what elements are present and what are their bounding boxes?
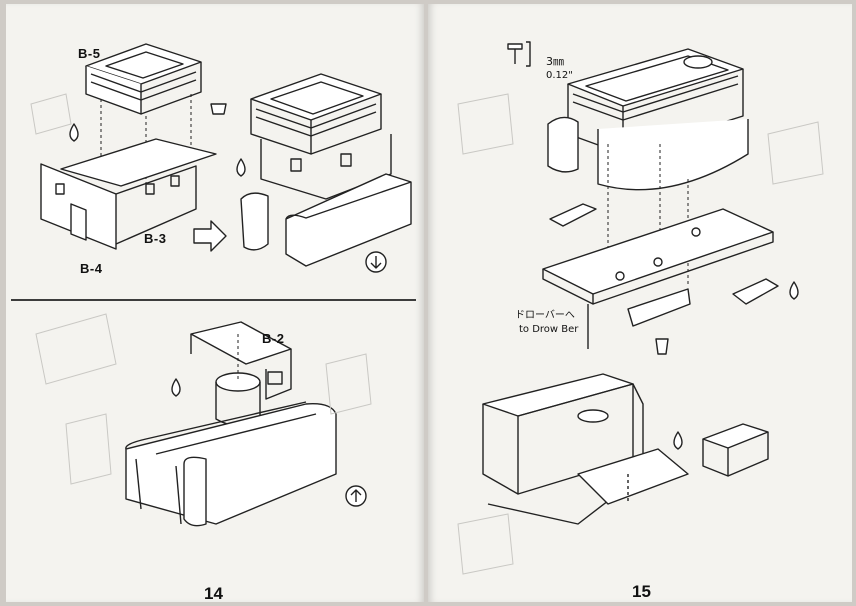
glue-drop-icon bbox=[673, 281, 799, 450]
truck-part-left bbox=[549, 203, 597, 227]
truck-part-right bbox=[732, 278, 779, 305]
post-part bbox=[210, 103, 227, 115]
drawbar-label-jp: ドローバーへ bbox=[515, 310, 575, 321]
upper-cabin-unit bbox=[547, 48, 749, 191]
screw-size-in: 0.12" bbox=[546, 70, 573, 81]
screw-size-mm: 3㎜ bbox=[546, 55, 564, 68]
b2-bracket-part bbox=[190, 321, 292, 400]
lower-hull-part bbox=[125, 401, 337, 527]
part-label-b5: B-5 bbox=[78, 46, 101, 61]
part-label-b4: B-4 bbox=[80, 261, 103, 276]
screw-part bbox=[655, 338, 669, 355]
drawbar-label-en: to Drow Ber bbox=[519, 324, 579, 335]
screw-icon bbox=[507, 41, 531, 67]
base-plate bbox=[542, 208, 774, 327]
part-label-b3: B-3 bbox=[144, 231, 167, 246]
hull-section bbox=[240, 173, 412, 267]
right-page: 3㎜ 0.12" ドローバーへ to Drow Ber 15 bbox=[428, 4, 852, 602]
page-number-left: 14 bbox=[204, 584, 223, 603]
page-number-right: 15 bbox=[632, 582, 651, 601]
assembled-cabin bbox=[250, 73, 392, 200]
final-hull-assembly bbox=[482, 373, 689, 525]
b5-cabin-part bbox=[85, 43, 202, 115]
left-page: B-5 B-3 B-4 B-2 14 bbox=[6, 4, 424, 603]
part-label-b2: B-2 bbox=[262, 331, 285, 346]
right-page-illustrations bbox=[457, 41, 824, 575]
cabin-base-part bbox=[40, 138, 217, 250]
left-page-illustrations bbox=[11, 43, 416, 527]
glue-drop-icon bbox=[69, 123, 246, 397]
weight-block bbox=[702, 423, 769, 477]
